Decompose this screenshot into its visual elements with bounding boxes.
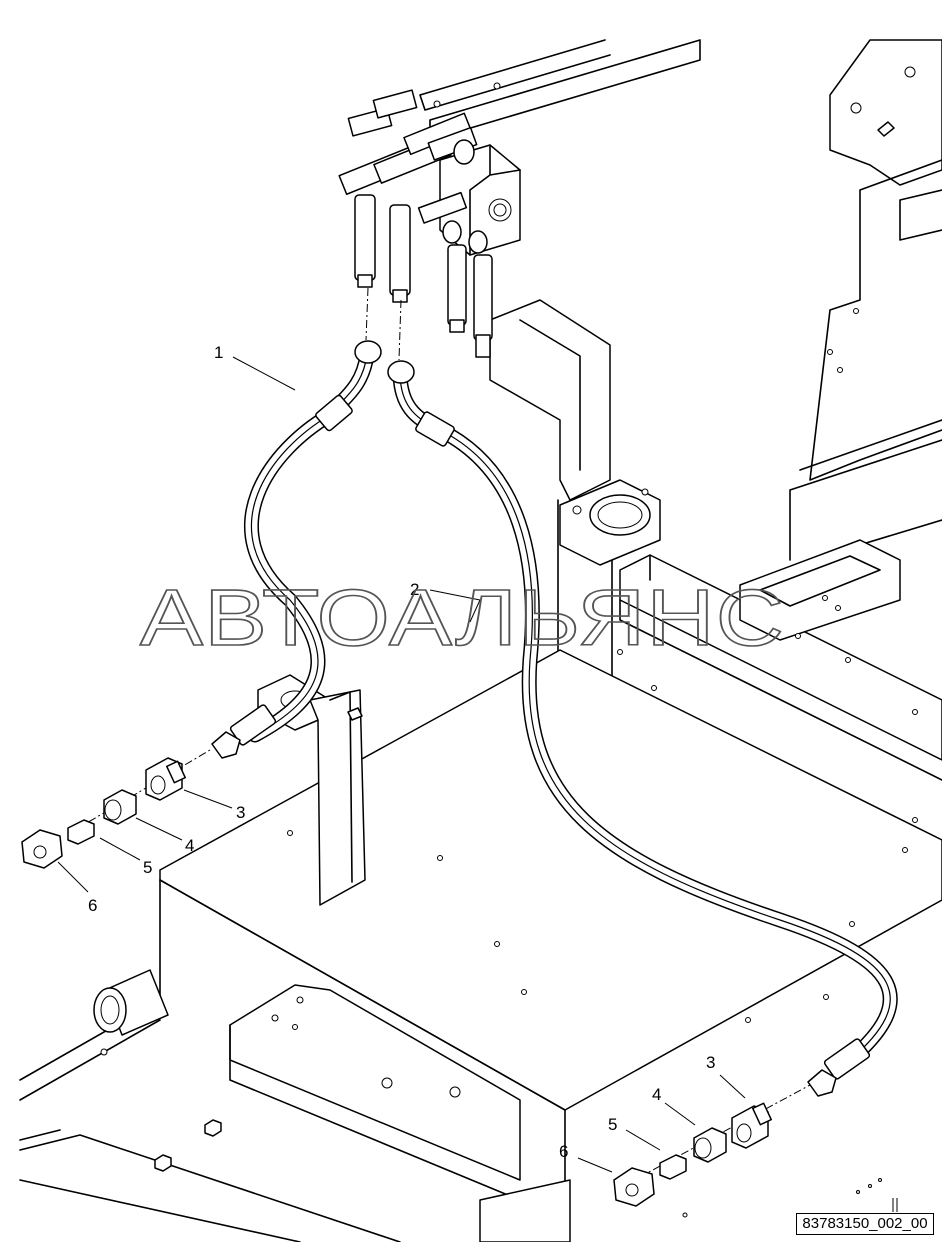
callout-6-left: 6	[88, 896, 97, 915]
leader-lines	[57, 356, 746, 1173]
callout-4-right: 4	[652, 1085, 661, 1104]
watermark: АВТОАЛЬЯНС	[140, 573, 785, 662]
valve-block	[338, 89, 521, 361]
frame-structure	[19, 39, 942, 1242]
reference-code: 83783150_002_00	[796, 1213, 934, 1235]
callout-5-left: 5	[143, 858, 152, 877]
hose-left	[211, 340, 382, 759]
callout-3-right: 3	[706, 1053, 715, 1072]
callout-1: 1	[214, 343, 223, 362]
hose-right	[387, 360, 898, 1097]
callout-3-left: 3	[236, 803, 245, 822]
callouts: 1 2 3 4 5 6 3 4 5 6	[88, 343, 715, 1161]
callout-4-left: 4	[185, 836, 194, 855]
callout-5-right: 5	[608, 1115, 617, 1134]
fitting-set-right	[613, 1084, 811, 1207]
callout-2: 2	[410, 580, 419, 599]
fitting-set-left	[21, 749, 211, 869]
callout-6-right: 6	[559, 1142, 568, 1161]
